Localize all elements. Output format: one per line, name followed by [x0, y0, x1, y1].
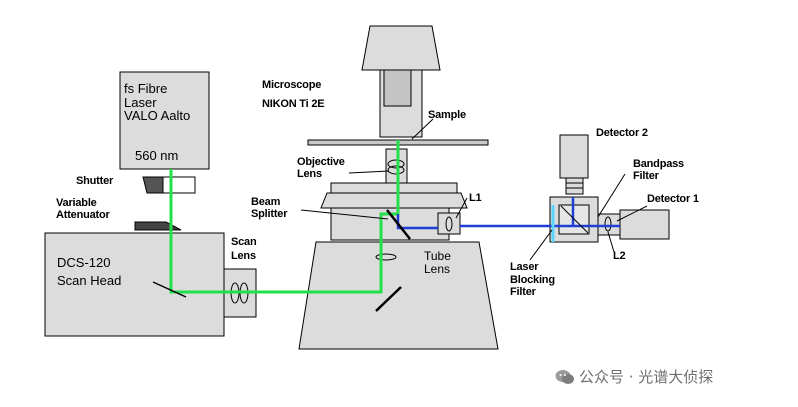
- microscope-upper-body: [330, 182, 458, 194]
- emission-beam-path: [396, 197, 620, 230]
- detector2-label: Detector 2: [596, 127, 648, 139]
- lens-l1-housing: [437, 212, 461, 235]
- microscope-body: [320, 192, 468, 209]
- sample-label: Sample: [428, 109, 466, 121]
- microscope-condenser: [383, 69, 412, 107]
- pointer-detector1: [616, 205, 648, 222]
- pointer-beam-splitter: [300, 209, 389, 220]
- watermark: 公众号 · 光谱大侦探: [555, 366, 713, 387]
- watermark-text: 公众号 · 光谱大侦探: [579, 368, 714, 386]
- scan-lens-label: Scan Lens: [231, 236, 257, 263]
- l1-label: L1: [469, 192, 482, 204]
- scan-head-label: DCS-120 Scan Head: [57, 255, 122, 288]
- pointer-blocking: [529, 229, 553, 261]
- detector-1: [619, 209, 670, 240]
- pointer-l2: [607, 231, 615, 253]
- beam-splitter-mirror: [386, 209, 411, 240]
- objective-lens-element: [387, 165, 405, 175]
- objective-lens-element: [387, 159, 405, 169]
- lens-l1: [445, 216, 453, 232]
- tube-lens: [375, 253, 397, 261]
- lens-l2: [604, 216, 612, 232]
- pointer-bandpass: [597, 173, 626, 218]
- scan-head-box: [44, 232, 225, 337]
- filter-cube-mirror: [560, 205, 589, 234]
- variable-attenuator: [134, 221, 182, 231]
- microscope-label: Microscope NIKON Ti 2E: [262, 79, 325, 110]
- wavelength-label: 560 nm: [135, 148, 179, 163]
- attenuator-label: Variable Attenuator: [56, 197, 110, 221]
- shutter-holder: [162, 176, 196, 194]
- detector1-label: Detector 1: [647, 193, 699, 205]
- shutter-label: Shutter: [76, 175, 114, 187]
- detector-2: [559, 134, 589, 179]
- excitation-beam-path: [169, 140, 400, 294]
- l2-label: L2: [613, 250, 626, 262]
- beam-splitter-label: Beam Splitter: [251, 196, 288, 220]
- pointer-l1: [455, 197, 468, 219]
- blocking-filter-label: Laser Blocking Filter: [510, 261, 555, 299]
- microscope-lamp-housing: [361, 25, 441, 71]
- detector-2-mount: [565, 177, 584, 195]
- bandpass-label: Bandpass Filter: [633, 158, 684, 182]
- wechat-icon: [555, 369, 574, 384]
- objective-label: Objective Lens: [297, 156, 345, 180]
- base-mirror: [375, 286, 402, 312]
- laser-box: [119, 71, 210, 170]
- tube-lens-label: Tube Lens: [424, 249, 451, 277]
- laser-label: fs Fibre Laser VALO Aalto: [124, 81, 191, 124]
- scan-mirror: [152, 281, 187, 298]
- pointer-objective: [348, 170, 390, 174]
- pointer-sample: [411, 118, 434, 140]
- microscope-base: [298, 241, 499, 350]
